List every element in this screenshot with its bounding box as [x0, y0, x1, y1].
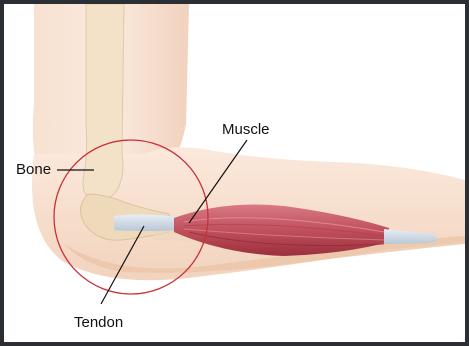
- tendon-label: Tendon: [74, 315, 123, 330]
- tendon-proximal: [114, 214, 184, 231]
- diagram-canvas: Bone Muscle Tendon: [4, 4, 465, 342]
- muscle-label: Muscle: [222, 122, 270, 137]
- elbow-illustration: [4, 4, 465, 342]
- bone-label: Bone: [16, 162, 51, 177]
- humerus-bone: [83, 4, 124, 201]
